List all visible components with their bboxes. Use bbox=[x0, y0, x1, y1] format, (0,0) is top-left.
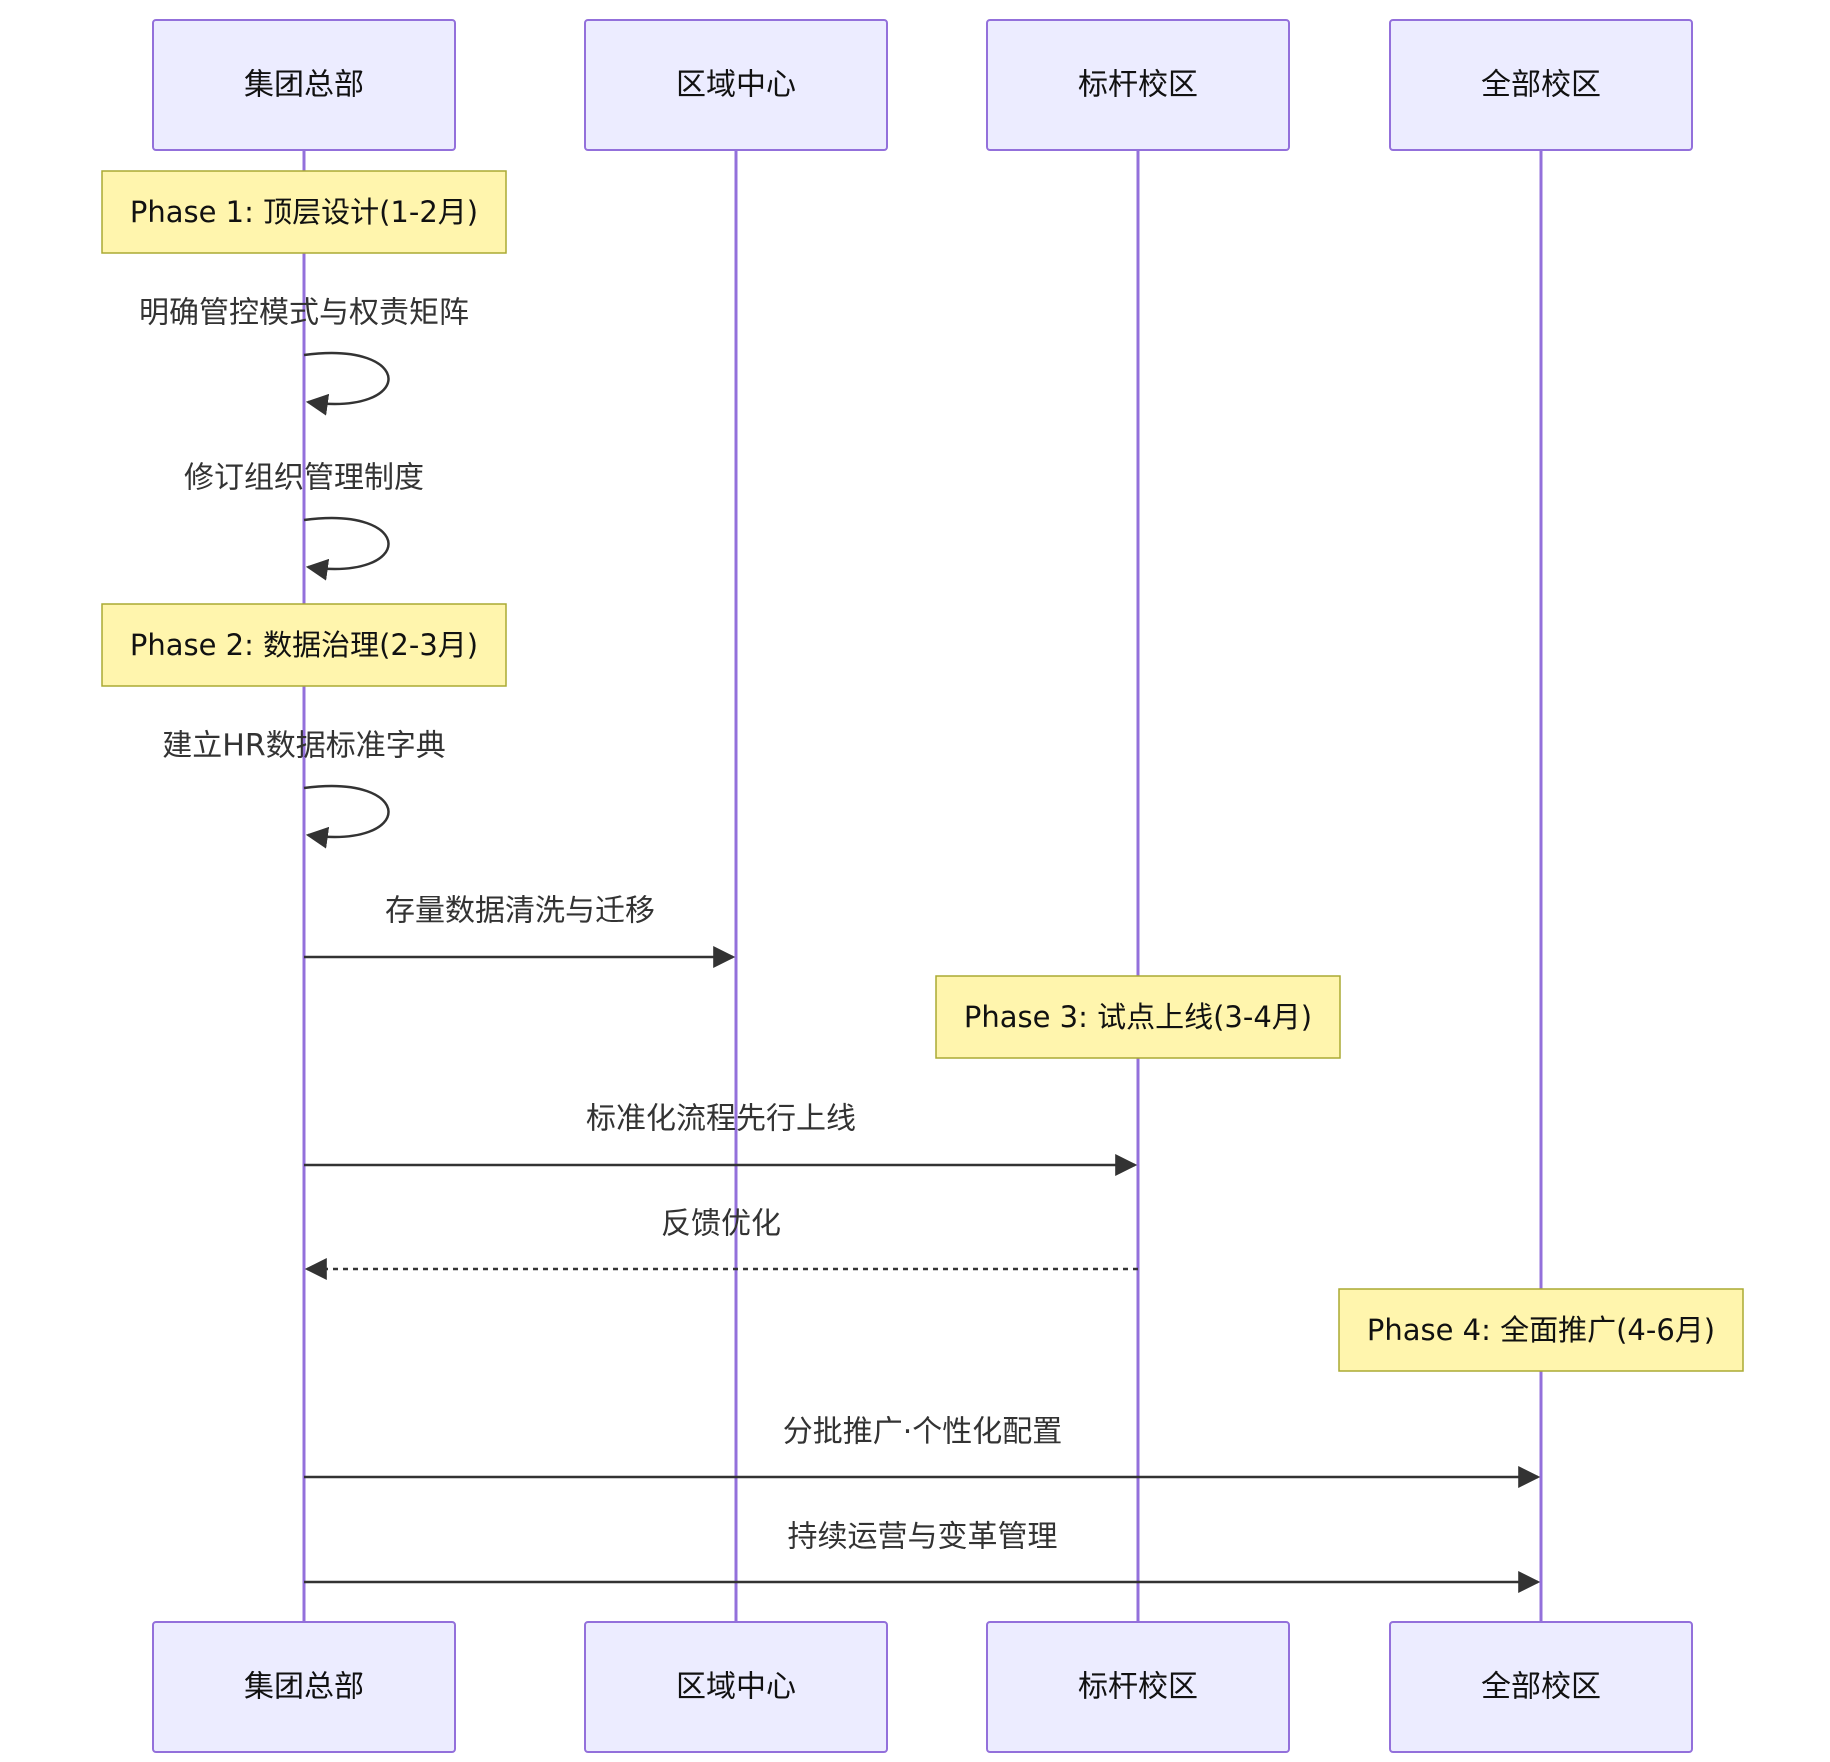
actor-label: 区域中心 bbox=[676, 68, 796, 103]
actor-label: 全部校区 bbox=[1481, 68, 1601, 103]
actor-label: 区域中心 bbox=[676, 1670, 796, 1705]
actor-label: 全部校区 bbox=[1481, 1670, 1601, 1705]
message-6: 反馈优化 bbox=[304, 1207, 1138, 1280]
actor-all-top: 全部校区 bbox=[1389, 19, 1693, 151]
self-loop-arrow bbox=[303, 351, 390, 416]
actor-pilot-bottom: 标杆校区 bbox=[986, 1621, 1290, 1753]
actor-box bbox=[986, 19, 1290, 151]
message-label: 建立HR数据标准字典 bbox=[162, 729, 445, 764]
note-phase-4: Phase 4: 全面推广(4-6月) bbox=[1338, 1288, 1744, 1372]
message-4: 存量数据清洗与迁移 bbox=[304, 894, 736, 968]
actor-box bbox=[152, 19, 456, 151]
actor-label: 标杆校区 bbox=[1078, 1670, 1198, 1705]
note-box bbox=[101, 170, 507, 254]
note-phase-3: Phase 3: 试点上线(3-4月) bbox=[935, 975, 1341, 1059]
actor-box bbox=[1389, 19, 1693, 151]
note-box bbox=[1338, 1288, 1744, 1372]
actor-box bbox=[584, 19, 888, 151]
message-label: 持续运营与变革管理 bbox=[788, 1520, 1058, 1555]
actor-hq-top: 集团总部 bbox=[152, 19, 456, 151]
message-8: 持续运营与变革管理 bbox=[304, 1520, 1541, 1593]
actor-label: 标杆校区 bbox=[1078, 68, 1198, 103]
message-1: 明确管控模式与权责矩阵 bbox=[139, 296, 469, 416]
note-text: Phase 1: 顶层设计(1-2月) bbox=[130, 195, 478, 229]
messages: 明确管控模式与权责矩阵修订组织管理制度建立HR数据标准字典存量数据清洗与迁移标准… bbox=[139, 296, 1541, 1593]
note-box bbox=[101, 603, 507, 687]
actor-box bbox=[986, 1621, 1290, 1753]
message-5: 标准化流程先行上线 bbox=[304, 1102, 1138, 1176]
message-3: 建立HR数据标准字典 bbox=[162, 729, 446, 849]
message-label: 反馈优化 bbox=[661, 1207, 781, 1242]
message-label: 标准化流程先行上线 bbox=[586, 1102, 856, 1137]
notes: Phase 1: 顶层设计(1-2月) Phase 2: 数据治理(2-3月) Ph… bbox=[101, 170, 1744, 1372]
message-7: 分批推广·个性化配置 bbox=[304, 1415, 1541, 1488]
message-label: 分批推广·个性化配置 bbox=[783, 1415, 1063, 1450]
message-2: 修订组织管理制度 bbox=[184, 461, 424, 581]
actor-pilot-top: 标杆校区 bbox=[986, 19, 1290, 151]
actor-region-top: 区域中心 bbox=[584, 19, 888, 151]
note-phase-1: Phase 1: 顶层设计(1-2月) bbox=[101, 170, 507, 254]
self-loop-arrow bbox=[303, 784, 390, 849]
actor-all-bottom: 全部校区 bbox=[1389, 1621, 1693, 1753]
message-label: 修订组织管理制度 bbox=[184, 461, 424, 496]
actor-hq-bottom: 集团总部 bbox=[152, 1621, 456, 1753]
message-label: 存量数据清洗与迁移 bbox=[385, 894, 655, 929]
actor-box bbox=[1389, 1621, 1693, 1753]
note-text: Phase 4: 全面推广(4-6月) bbox=[1367, 1313, 1715, 1347]
actor-label: 集团总部 bbox=[244, 1670, 364, 1705]
actor-region-bottom: 区域中心 bbox=[584, 1621, 888, 1753]
actor-label: 集团总部 bbox=[244, 68, 364, 103]
note-text: Phase 2: 数据治理(2-3月) bbox=[130, 628, 478, 662]
actor-box bbox=[152, 1621, 456, 1753]
self-loop-arrow bbox=[303, 516, 390, 581]
note-text: Phase 3: 试点上线(3-4月) bbox=[964, 1000, 1312, 1034]
lifelines bbox=[302, 150, 1543, 1622]
note-box bbox=[935, 975, 1341, 1059]
message-label: 明确管控模式与权责矩阵 bbox=[139, 296, 469, 331]
actor-box bbox=[584, 1621, 888, 1753]
note-phase-2: Phase 2: 数据治理(2-3月) bbox=[101, 603, 507, 687]
